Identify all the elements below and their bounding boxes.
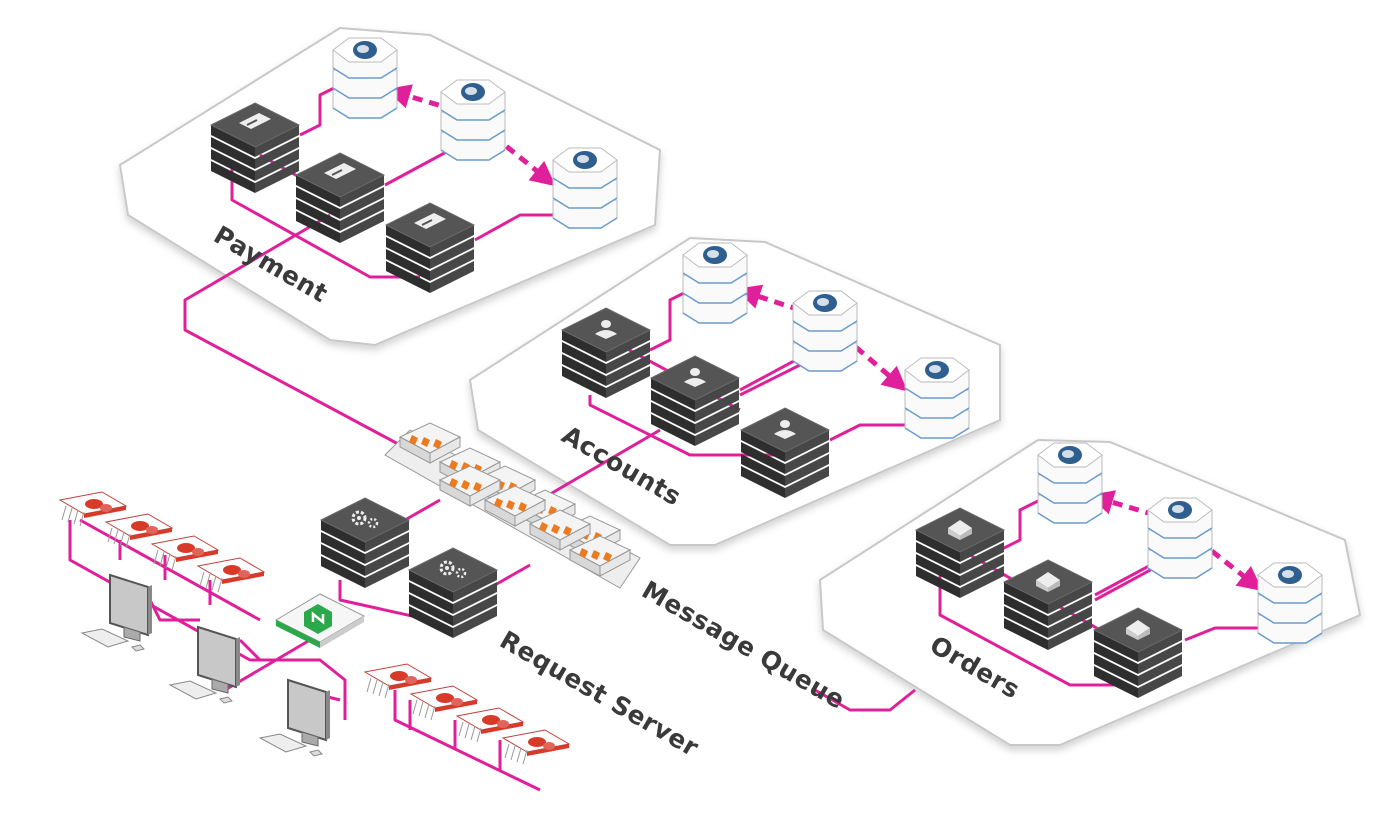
accounts-db-replica-1 (792, 290, 858, 372)
postgres-elephant-icon (813, 294, 837, 312)
user-icon (774, 420, 796, 439)
postgres-elephant-icon (1168, 501, 1192, 519)
package-icon (1036, 572, 1060, 592)
postgres-elephant-icon (925, 361, 949, 379)
package-icon (948, 520, 972, 540)
postgres-elephant-icon (573, 151, 597, 169)
postgres-elephant-icon (353, 41, 377, 59)
postgres-elephant-icon (461, 83, 485, 101)
message-queue-label: Message Queue (637, 575, 850, 715)
postgres-elephant-icon (703, 246, 727, 264)
card-icon (414, 213, 446, 229)
queue-slot (398, 422, 462, 464)
accounts-server-3 (739, 407, 831, 498)
card-icon (324, 163, 356, 179)
accounts-db-primary (682, 242, 748, 324)
card-icon (239, 113, 271, 129)
gears-icon (439, 560, 467, 579)
accounts-server-1 (560, 307, 652, 398)
nginx-gateway (274, 593, 366, 648)
payment-db-primary (332, 37, 398, 119)
queue-slot (438, 465, 502, 507)
orders-db-primary (1037, 442, 1103, 524)
payment-db-replica-1 (440, 79, 506, 161)
queue-slot (568, 535, 632, 577)
request-server-1 (319, 497, 411, 588)
user-icon (684, 368, 706, 387)
accounts-server-2 (649, 355, 741, 446)
client-rack-2 (363, 663, 571, 765)
client-workstation-1 (80, 573, 152, 652)
queue-slot (483, 485, 547, 527)
package-icon (1126, 620, 1150, 640)
postgres-elephant-icon (1278, 566, 1302, 584)
client-workstation-3 (258, 678, 330, 757)
orders-server-2 (1002, 559, 1094, 650)
payment-db-replica-2 (552, 147, 618, 229)
orders-server-3 (1092, 607, 1184, 698)
payment-server-1 (209, 102, 301, 193)
servers (209, 102, 1184, 698)
orders-server-1 (914, 507, 1006, 598)
message-queue (384, 422, 641, 589)
postgres-elephant-icon (1058, 446, 1082, 464)
clients (58, 491, 571, 765)
client-rack-1 (58, 491, 266, 593)
queue-slot (528, 509, 592, 551)
accounts-db-replica-2 (904, 357, 970, 439)
payment-server-2 (294, 152, 386, 243)
payment-server-3 (384, 202, 476, 293)
orders-db-replica-1 (1147, 497, 1213, 579)
user-icon (595, 320, 617, 339)
request-server-2 (407, 547, 499, 638)
databases (332, 37, 1323, 644)
orders-db-replica-2 (1257, 562, 1323, 644)
nginx-icon (304, 604, 332, 634)
gears-icon (351, 510, 379, 529)
client-workstation-2 (168, 625, 240, 704)
